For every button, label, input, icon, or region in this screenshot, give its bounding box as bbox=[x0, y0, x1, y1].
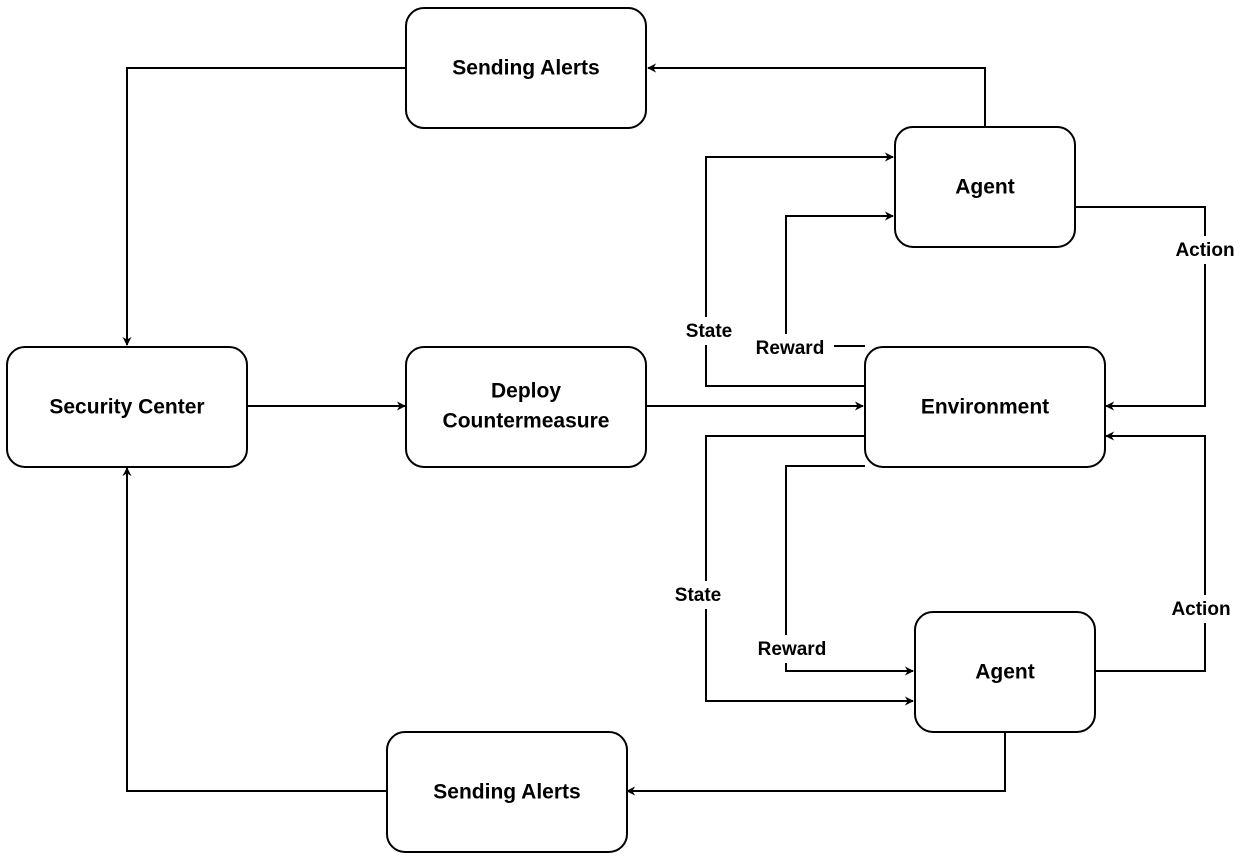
state-label-bottom-text: State bbox=[675, 585, 721, 606]
edge-agent-top-action bbox=[1075, 206, 1206, 411]
edge-agent-bottom-action bbox=[1095, 431, 1206, 672]
deploy-countermeasure-box: Deploy Countermeasure bbox=[405, 346, 647, 468]
agent-bottom-label: Agent bbox=[975, 661, 1035, 684]
environment-box: Environment bbox=[864, 346, 1106, 468]
environment-label: Environment bbox=[921, 396, 1049, 419]
state-label-top-text: State bbox=[686, 321, 732, 342]
agent-top-label: Agent bbox=[955, 176, 1015, 199]
state-label-top: State bbox=[679, 317, 739, 345]
reward-label-top-text: Reward bbox=[756, 338, 825, 359]
deploy-countermeasure-label-line2: Countermeasure bbox=[443, 410, 610, 433]
reward-label-top: Reward bbox=[746, 334, 834, 362]
edge-alerts-top-to-security-center bbox=[122, 67, 406, 346]
action-label-bottom-text: Action bbox=[1171, 599, 1230, 620]
edge-alerts-bottom-to-security-center bbox=[122, 467, 387, 792]
sending-alerts-bottom-label: Sending Alerts bbox=[433, 781, 580, 804]
state-label-bottom: State bbox=[668, 581, 728, 609]
agent-top-box: Agent bbox=[894, 126, 1076, 248]
edge-environment-state-to-agent-bottom bbox=[705, 435, 914, 706]
deploy-countermeasure-label-line1: Deploy bbox=[491, 380, 561, 403]
reward-label-bottom: Reward bbox=[748, 635, 836, 663]
sending-alerts-bottom-box: Sending Alerts bbox=[386, 731, 628, 853]
action-label-top-text: Action bbox=[1175, 240, 1234, 261]
edge-agent-top-to-alerts-top bbox=[647, 63, 986, 127]
edge-environment-state-to-agent-top bbox=[705, 152, 894, 387]
edge-agent-bottom-to-alerts-bottom bbox=[626, 732, 1006, 796]
edge-environment-reward-to-agent-top bbox=[785, 211, 894, 347]
sending-alerts-top-box: Sending Alerts bbox=[405, 7, 647, 129]
sending-alerts-top-label: Sending Alerts bbox=[452, 57, 599, 80]
reward-label-bottom-text: Reward bbox=[758, 639, 827, 660]
security-center-label: Security Center bbox=[49, 396, 204, 419]
security-center-box: Security Center bbox=[6, 346, 248, 468]
edge-environment-reward-to-agent-bottom bbox=[785, 465, 914, 676]
action-label-top: Action bbox=[1172, 236, 1238, 264]
action-label-bottom: Action bbox=[1165, 595, 1237, 623]
agent-bottom-box: Agent bbox=[914, 611, 1096, 733]
